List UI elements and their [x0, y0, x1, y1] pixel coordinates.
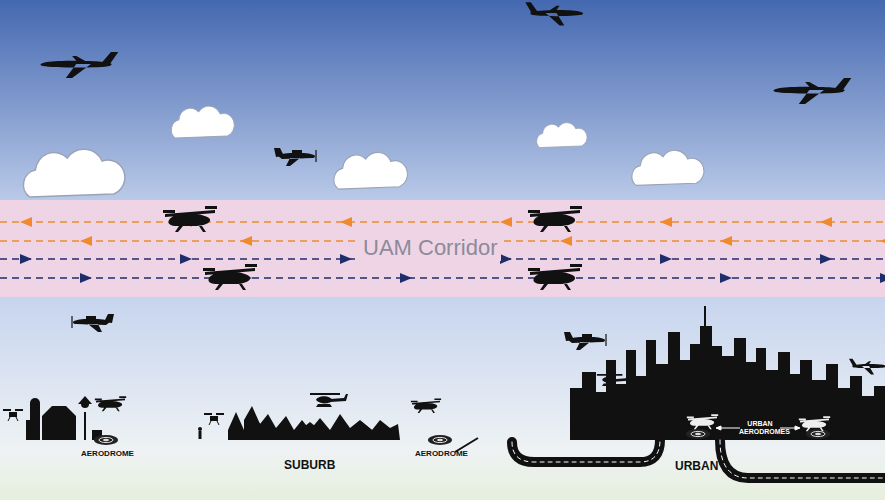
corridor-title: UAM Corridor — [359, 235, 501, 261]
place-label: URBAN AERODROMES — [739, 420, 781, 436]
corridor-band: UAM Corridor — [0, 200, 885, 297]
place-label: AERODROME — [81, 449, 134, 458]
place-label: URBAN — [675, 460, 718, 474]
place-label: AERODROME — [415, 449, 468, 458]
place-label: SUBURB — [284, 459, 335, 473]
